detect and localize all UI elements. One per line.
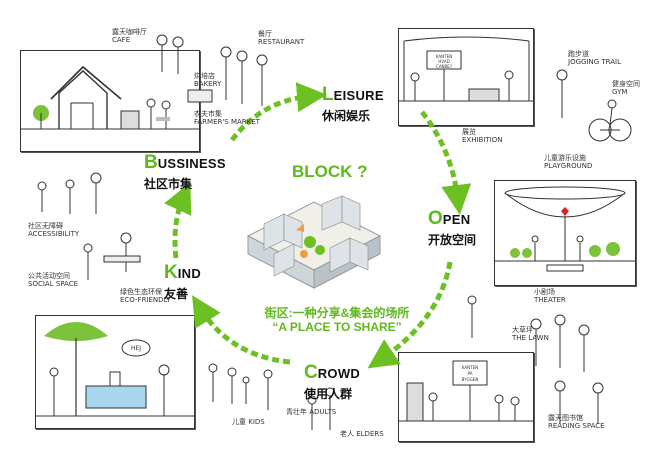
panel-open-sketch — [494, 180, 636, 286]
label-jogging-en: JOGGING TRAIL — [568, 58, 621, 66]
label-elders-cn: 老人 — [340, 430, 354, 438]
label-bakery: 烘培店 BAKERY — [194, 72, 221, 88]
heading-kind: KIND 友善 — [164, 262, 201, 302]
label-cafe-en: CAFE — [112, 36, 131, 44]
label-lawn: 大草坪 THE LAWN — [512, 326, 549, 342]
label-theater-cn: 小剧场 — [534, 288, 555, 296]
label-eco-cn: 绿色生态环保 — [120, 288, 162, 296]
heading-crowd-cn: 使用人群 — [304, 387, 353, 401]
label-bakery-en: BAKERY — [194, 80, 222, 88]
panel-business-sketch — [20, 50, 200, 152]
heading-crowd: CROWD 使用人群 — [304, 362, 360, 402]
heading-open-cn: 开放空间 — [428, 233, 477, 247]
label-farmers-market: 农夫市集 FARMER'S MARKET — [194, 110, 260, 126]
label-gym: 健身空间 GYM — [612, 80, 640, 96]
heading-leisure-cn: 休闲娱乐 — [322, 109, 371, 123]
label-playground-cn: 儿童游乐设施 — [544, 154, 586, 162]
label-adults: 青壮年 ADULTS — [286, 408, 336, 416]
label-exhibition-en: EXHIBITION — [462, 136, 503, 144]
block-isometric-model — [246, 195, 382, 289]
center-title: BLOCK ? — [292, 162, 368, 181]
panel-leisure-sketch: KANTEN HVAD CANBE? — [398, 28, 534, 126]
label-accessibility-en: ACCESSIBILITY — [28, 230, 80, 238]
label-exhibition: 展览 EXHIBITION — [462, 128, 503, 144]
svg-text:HVAD: HVAD — [438, 59, 449, 64]
label-adults-cn: 青壮年 — [286, 408, 307, 416]
svg-text:KANTEN: KANTEN — [462, 365, 478, 370]
heading-business-initial: B — [144, 152, 158, 173]
label-jogging: 跑步道 JOGGING TRAIL — [568, 50, 621, 66]
label-bakery-cn: 烘培店 — [194, 72, 215, 80]
label-restaurant-en: RESTAURANT — [258, 38, 305, 46]
svg-text:HEJ: HEJ — [131, 345, 141, 352]
svg-text:BYGGEN: BYGGEN — [462, 377, 479, 382]
exhibition-stage-sketch: KANTEN HVAD CANBE? — [399, 36, 533, 102]
label-gym-cn: 健身空间 — [612, 80, 640, 88]
label-restaurant-cn: 餐厅 — [258, 30, 272, 38]
label-lawn-en: THE LAWN — [512, 334, 549, 342]
heading-kind-initial: K — [164, 262, 178, 283]
heading-open-initial: O — [428, 208, 443, 229]
slogan-english: “A PLACE TO SHARE” — [272, 320, 402, 334]
label-farmers-market-cn: 农夫市集 — [194, 110, 222, 118]
cafe-house-sketch — [21, 65, 199, 130]
heading-leisure-initial: L — [322, 84, 334, 105]
heading-leisure-rest: EISURE — [333, 88, 384, 103]
arrow-open-to-crowd — [367, 261, 453, 369]
label-kids-en: KIDS — [248, 418, 265, 426]
label-lawn-cn: 大草坪 — [512, 326, 533, 334]
svg-text:KANTEN: KANTEN — [436, 54, 452, 59]
label-social-en: SOCIAL SPACE — [28, 280, 79, 288]
label-accessibility-cn: 社区无障碍 — [28, 222, 63, 230]
heading-kind-rest: IND — [177, 266, 202, 281]
label-kids-cn: 儿童 — [232, 418, 246, 426]
heading-business-cn: 社区市集 — [144, 177, 193, 191]
label-elders-en: ELDERS — [356, 430, 384, 438]
svg-text:CANBE?: CANBE? — [436, 64, 452, 69]
arrow-leisure-to-open — [420, 110, 472, 215]
arrow-business-to-leisure — [230, 82, 327, 142]
arrow-kind-to-business — [164, 182, 192, 259]
heading-leisure: LEISURE 休闲娱乐 — [322, 84, 384, 124]
label-reading-en: READING SPACE — [548, 422, 605, 430]
heading-crowd-rest: ROWD — [317, 366, 361, 381]
label-eco: 绿色生态环保 ECO-FRIENDLY — [120, 288, 171, 304]
label-playground-en: PLAYGROUND — [544, 162, 593, 170]
label-accessibility: 社区无障碍 ACCESSIBILITY — [28, 222, 79, 238]
label-adults-en: ADULTS — [309, 408, 337, 416]
label-theater-en: THEATER — [534, 296, 566, 304]
slogan-chinese: 街区:一种分享&集会的场所 — [264, 306, 410, 320]
label-reading-cn: 露天图书馆 — [548, 414, 583, 422]
label-restaurant: 餐厅 RESTAURANT — [258, 30, 304, 46]
label-reading: 露天图书馆 READING SPACE — [548, 414, 605, 430]
heading-open: OPEN 开放空间 — [428, 208, 476, 248]
heading-crowd-initial: C — [304, 362, 318, 383]
label-theater: 小剧场 THEATER — [534, 288, 566, 304]
panel-kind-sketch: HEJ — [35, 315, 195, 429]
svg-text:PA: PA — [468, 371, 473, 376]
theater-lawn-sketch — [495, 186, 635, 272]
panel-crowd-sketch: KANTEN PA BYGGEN — [398, 352, 534, 442]
label-playground: 儿童游乐设施 PLAYGROUND — [544, 154, 592, 170]
heading-open-rest: PEN — [442, 212, 471, 227]
label-kids: 儿童 KIDS — [232, 418, 265, 426]
label-gym-en: GYM — [612, 88, 628, 96]
label-social: 公共活动空间 SOCIAL SPACE — [28, 272, 78, 288]
reading-space-sketch: KANTEN PA BYGGEN — [399, 360, 533, 422]
label-elders: 老人 ELDERS — [340, 430, 384, 438]
label-farmers-market-en: FARMER'S MARKET — [194, 118, 260, 126]
label-exhibition-cn: 展览 — [462, 128, 476, 136]
heading-kind-cn: 友善 — [164, 287, 189, 301]
heading-business-rest: USSINESS — [157, 156, 226, 171]
label-cafe-cn: 露天咖啡厅 — [112, 28, 147, 36]
heading-business: BUSSINESS 社区市集 — [144, 152, 226, 192]
label-eco-en: ECO-FRIENDLY — [120, 296, 171, 304]
eco-park-sketch: HEJ — [36, 322, 194, 417]
label-social-cn: 公共活动空间 — [28, 272, 70, 280]
label-cafe: 露天咖啡厅 CAFE — [112, 28, 147, 44]
arrow-crowd-to-kind — [192, 295, 291, 365]
label-jogging-cn: 跑步道 — [568, 50, 589, 58]
